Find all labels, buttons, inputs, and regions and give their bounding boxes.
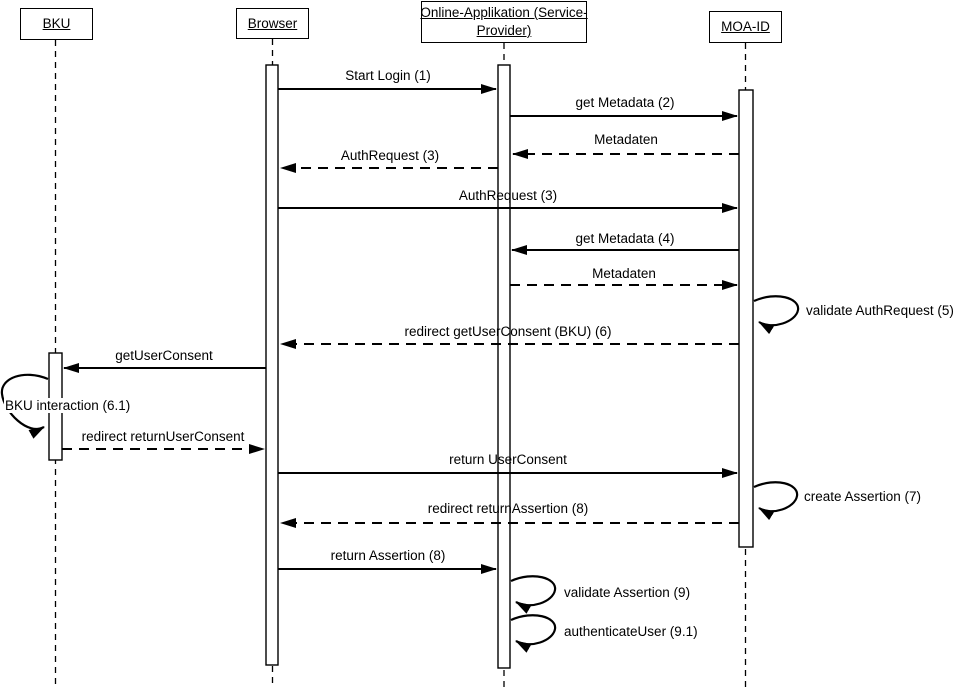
self-loop-create-assertion: [753, 481, 799, 521]
self-loop-validate-authrequest: [753, 295, 800, 335]
message-label-authenticateuser: authenticateUser (9.1): [564, 624, 698, 639]
message-label-start-login: Start Login (1): [345, 68, 431, 83]
message-label-validate-authrequest: validate AuthRequest (5): [806, 303, 954, 318]
message-label-authrequest-3: AuthRequest (3): [458, 188, 558, 203]
message-label-bku-interaction: BKU interaction (6.1): [4, 398, 132, 413]
moa-id-activation-bar: [738, 89, 754, 548]
self-loop-validate-assertion: [510, 575, 557, 614]
message-label-get-metadata-4: get Metadata (4): [575, 231, 675, 246]
message-label-redirect-returnassertion: redirect returnAssertion (8): [427, 501, 589, 516]
actor-label-service-provider-line2: Provider): [476, 23, 532, 38]
self-loop-authenticateuser: [510, 614, 557, 653]
actor-box-bku: BKU: [20, 8, 93, 40]
actor-box-service-provider: Online-Applikation (Service- Provider): [420, 1, 588, 43]
message-label-metadaten-2: Metadaten: [592, 266, 656, 281]
message-label-metadaten-1: Metadaten: [594, 132, 658, 147]
message-label-return-userconsent: return UserConsent: [449, 452, 567, 467]
message-label-getuserconsent: getUserConsent: [115, 348, 213, 363]
message-label-authrequest-3-redirect: AuthRequest (3): [340, 148, 440, 163]
actor-label-browser: Browser: [247, 15, 298, 31]
actor-label-moa-id: MOA-ID: [721, 19, 770, 34]
actor-box-moa-id: MOA-ID: [709, 11, 782, 43]
message-label-get-metadata-2: get Metadata (2): [575, 95, 675, 110]
message-label-redirect-getuserconsent: redirect getUserConsent (BKU) (6): [404, 324, 612, 339]
actor-label-service-provider-line1: Online-Applikation (Service-: [420, 5, 588, 20]
service-provider-activation-bar: [497, 64, 511, 669]
message-label-redirect-returnuserconsent: redirect returnUserConsent: [81, 429, 245, 444]
message-label-validate-assertion: validate Assertion (9): [564, 585, 691, 600]
self-loop-bku-interaction: [0, 373, 49, 439]
message-label-return-assertion: return Assertion (8): [330, 548, 446, 563]
browser-activation-bar: [265, 64, 279, 666]
actor-box-browser: Browser: [236, 8, 309, 39]
message-label-create-assertion: create Assertion (7): [804, 489, 922, 504]
actor-label-bku: BKU: [42, 16, 71, 31]
